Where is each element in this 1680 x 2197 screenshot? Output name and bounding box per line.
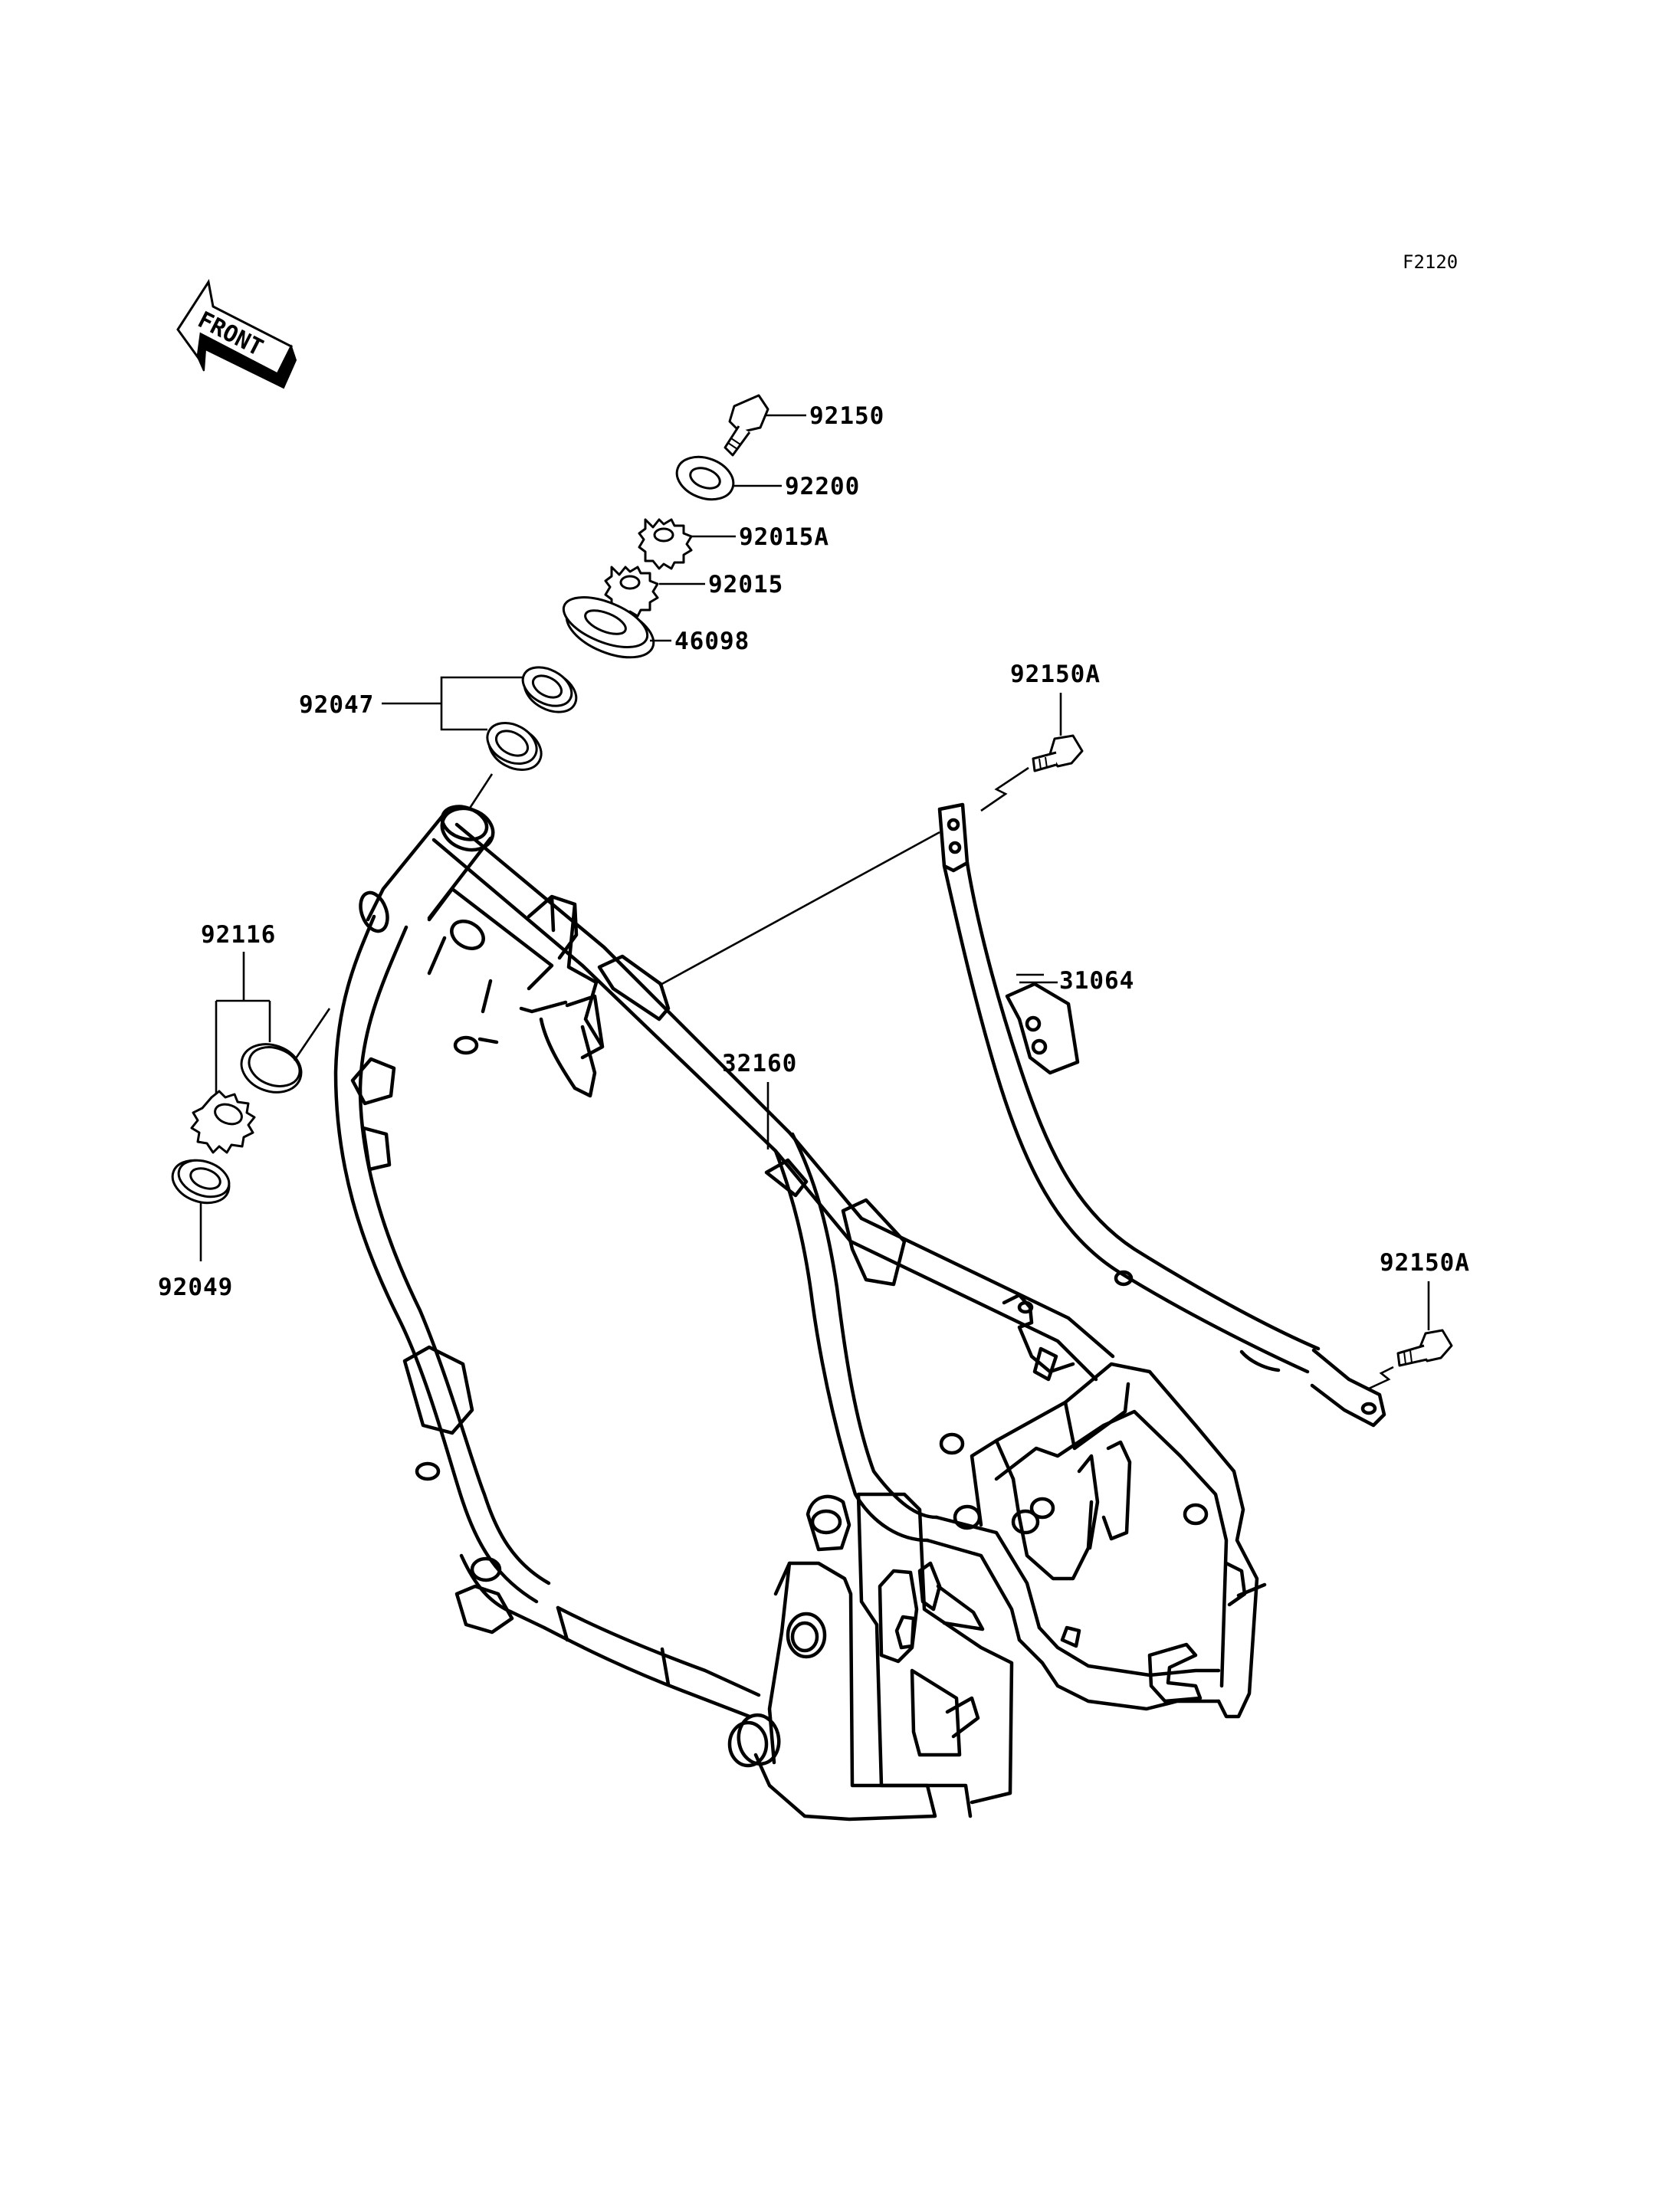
callout-46098: 46098 — [674, 628, 750, 655]
rear-frame-31064 — [937, 802, 1386, 1428]
callout-92150A-bottom: 92150A — [1380, 1249, 1470, 1277]
main-frame-32160 — [333, 805, 1267, 1822]
front-arrow-icon: FRONT — [176, 279, 297, 389]
leader-92150A-top-bolt — [980, 766, 1029, 812]
seal-46098-icon — [562, 596, 655, 659]
callout-31064: 31064 — [1059, 967, 1134, 995]
bolt-92150A-bottom-icon — [1396, 1329, 1453, 1367]
leader-stem-head — [468, 773, 494, 810]
callout-92200: 92200 — [785, 473, 860, 500]
callout-92150A-top: 92150A — [1010, 661, 1101, 688]
bolt-92150-icon — [724, 394, 769, 457]
seal-92049-icon — [171, 1159, 231, 1205]
callout-92150: 92150 — [809, 402, 884, 430]
nut-92015A-icon — [638, 518, 693, 570]
callout-92015A: 92015A — [739, 523, 829, 551]
callout-92049: 92049 — [158, 1274, 233, 1301]
leader-rear-frame-mount — [658, 831, 940, 987]
bolt-92150A-top-icon — [1032, 734, 1084, 772]
leader-lower-stem — [293, 1008, 331, 1061]
leader-92150A-bottom-bolt — [1368, 1366, 1394, 1390]
callout-92015: 92015 — [708, 571, 783, 598]
bearing-92047-upper-icon — [521, 666, 578, 713]
callout-32160: 32160 — [722, 1050, 797, 1077]
callout-92116: 92116 — [201, 921, 276, 949]
diagram-code: F2120 — [1403, 251, 1458, 273]
bearing-92047-lower-icon — [486, 721, 543, 772]
ring-92116-icon — [240, 1043, 303, 1094]
nut-92116-icon — [190, 1090, 256, 1154]
callout-92047: 92047 — [299, 691, 374, 719]
nut-92015-icon — [604, 566, 659, 618]
leader-92116 — [215, 952, 271, 1134]
leader-92047 — [382, 676, 524, 731]
washer-92200-icon — [675, 455, 735, 501]
